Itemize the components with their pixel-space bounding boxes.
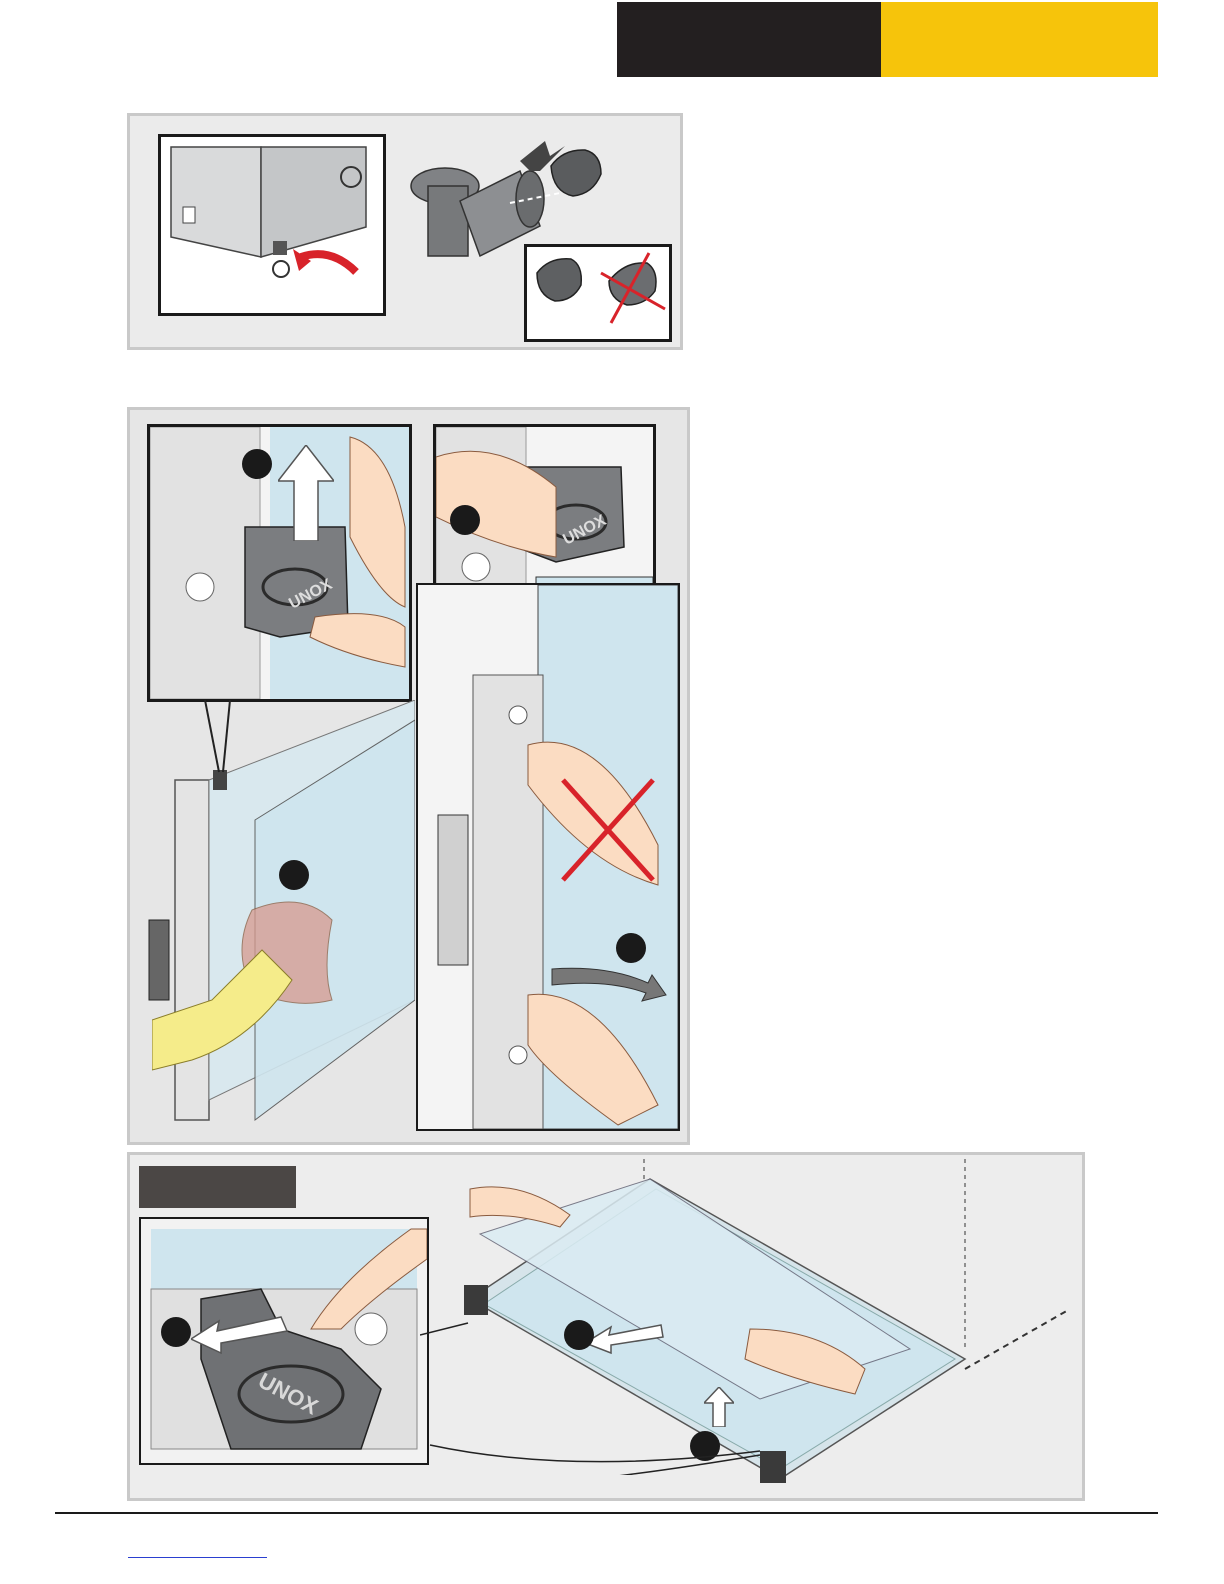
variant-tag — [139, 1166, 296, 1208]
callout-lines — [420, 1275, 780, 1475]
svg-text:UNOX: UNOX — [286, 576, 335, 613]
cap-icon — [543, 144, 608, 204]
svg-text:UNOX: UNOX — [560, 512, 609, 549]
step-marker — [616, 933, 646, 963]
unox-logo-3: UNOX — [233, 1359, 343, 1429]
detail-lift-frame: UNOX — [147, 424, 412, 702]
step-marker — [279, 860, 309, 890]
step-marker — [161, 1317, 191, 1347]
pull-arrow-icon — [191, 1309, 291, 1359]
figure-glass-panel: UNOX — [127, 1152, 1085, 1501]
cap-comparison-frame — [524, 244, 672, 342]
svg-text:UNOX: UNOX — [254, 1368, 322, 1420]
detail-pull-frame: UNOX — [139, 1217, 429, 1465]
footer-rule — [55, 1512, 1158, 1514]
figure-drain-panel — [127, 113, 683, 350]
step-marker — [242, 449, 272, 479]
lift-arrow-icon — [278, 445, 334, 541]
header-yellow-bar — [881, 2, 1158, 77]
cap-correct-icon — [531, 255, 591, 305]
door-swing-frame — [416, 583, 680, 1131]
oven-side-frame — [158, 134, 386, 316]
cap-wrong-icon — [599, 251, 669, 337]
step-marker — [450, 505, 480, 535]
oven-side-icon — [161, 137, 383, 313]
unox-logo-1: UNOX — [272, 563, 348, 623]
footer-link-underline[interactable] — [128, 1557, 267, 1558]
header-black-bar — [617, 2, 881, 77]
prohibited-x-icon — [558, 775, 658, 885]
figure-door-glass-panel: UNOX UNOX — [127, 407, 690, 1145]
swing-arrow-icon — [548, 955, 668, 1005]
unox-logo-2: UNOX — [546, 499, 622, 559]
wipe-cloth-icon — [152, 890, 352, 1080]
